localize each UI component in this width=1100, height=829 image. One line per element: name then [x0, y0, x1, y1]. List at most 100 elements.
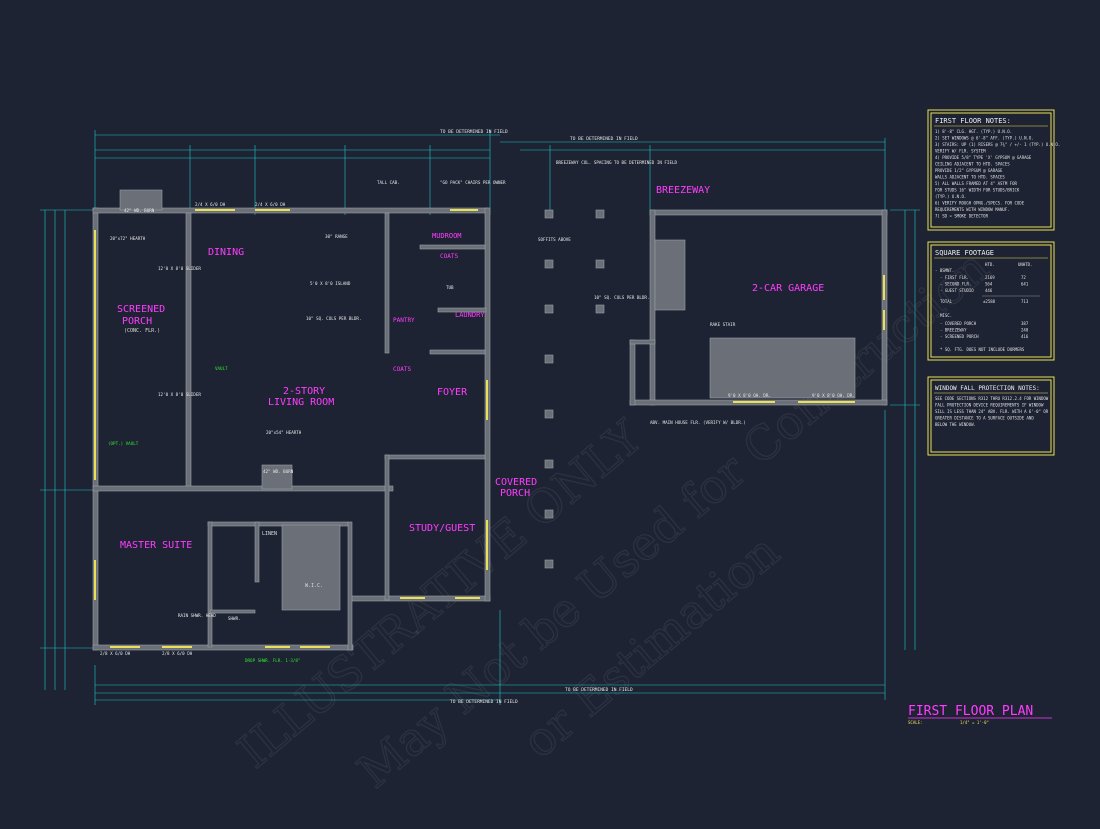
notes-line: REQUIREMENTS WITH WINDOW MANUF.	[935, 207, 1010, 212]
sqft-row-label: - FIRST FLR.	[940, 275, 969, 280]
sqft-misc-val: 387	[1021, 321, 1029, 326]
note-dh-1: 2/4 X 6/0 DH	[195, 202, 226, 207]
note-wd-burn-2: 42" WD. BURN	[263, 469, 294, 474]
note-rain-head: RAIN SHWR. HEAD	[178, 613, 216, 618]
sqft-row-htd: 446	[985, 288, 993, 293]
top-dimensions: TO BE DETERMINED IN FIELD TO BE DETERMIN…	[94, 129, 886, 215]
left-dimensions	[40, 209, 100, 690]
notes-lines: 1) 8'-8" CLG. HGT. (TYP.) U.N.O. 2) SET W…	[935, 129, 1060, 219]
sheet-scale-value: 1/4" = 1'-0"	[960, 720, 989, 725]
top-inner-field-note: TO BE DETERMINED IN FIELD	[570, 136, 638, 142]
note-shwr: SHWR.	[228, 616, 241, 621]
sqft-row-unhtd: 641	[1021, 282, 1029, 287]
notes-line: 2) SET WINDOWS @ 6'-8" AFF. (TYP.) U.N.O…	[935, 136, 1034, 141]
top-outer-field-note: TO BE DETERMINED IN FIELD	[440, 129, 508, 135]
room-breezeway: BREEZEWAY	[656, 185, 710, 196]
note-tall-cab: TALL CAB.	[377, 180, 400, 185]
room-covered-porch-line2: PORCH	[500, 488, 530, 499]
room-mudroom: MUDROOM	[432, 232, 462, 240]
sqft-footnote: * SQ. FTG. DOES NOT INCLUDE DORMERS	[940, 347, 1025, 352]
bottom-inner-field-note: TO BE DETERMINED IN FIELD	[565, 687, 633, 693]
sqft-row-htd: 2169	[985, 275, 995, 280]
room-garage: 2-CAR GARAGE	[752, 283, 824, 294]
note-sq-cols-1: 10" SQ. COLS PER BLDR.	[306, 316, 361, 321]
garage-walls	[629, 209, 888, 406]
note-sq-cols-2: 10" SQ. COLS PER BLDR.	[594, 295, 649, 300]
fall-line: GREATER DISTANCE TO A SURFACE OUTSIDE AN…	[935, 416, 1034, 421]
sqft-row-htd: 564	[985, 282, 993, 287]
breezeway-columns	[544, 209, 605, 569]
note-drop-shwr: DROP SHWR. FLR. 1-3/8"	[245, 658, 300, 663]
sqft-title: SQUARE FOOTAGE	[935, 249, 994, 257]
fall-title: WINDOW FALL PROTECTION NOTES:	[935, 385, 1040, 392]
notes-line: PROVIDE 1/2" GYPSUM @ GARAGE	[935, 168, 1003, 173]
bottom-dimensions: TO BE DETERMINED IN FIELD TO BE DETERMIN…	[94, 410, 886, 705]
note-hearth-1: 20"x72" HEARTH	[110, 236, 146, 241]
room-coats-upper: COATS	[440, 253, 458, 260]
right-dimensions	[890, 209, 920, 650]
note-vault-2: (OPT.) VAULT	[108, 441, 139, 446]
room-dining: DINING	[208, 247, 244, 258]
sheet-title: FIRST FLOOR PLAN	[908, 704, 1033, 719]
watermark-line-2: May Not be Used for Construction	[347, 240, 998, 799]
note-main-house-flr: ABV. MAIN HOUSE FLR. (VERIFY W/ BLDR.)	[650, 420, 746, 425]
note-garage-door-2: 9'0 X 8'0 OH. DR.	[812, 393, 855, 398]
notes-line: 3) STAIRS: UP (1) RISERS @ 7¾" / +/- 1 (…	[935, 142, 1060, 148]
notes-line: 1) 8'-8" CLG. HGT. (TYP.) U.N.O.	[935, 129, 1012, 134]
notes-line: 5) ALL WALLS FRAMED AT 4" ASTM FOR	[935, 181, 1017, 186]
fall-line: SEE CODE SECTIONS R312 THRU R312.2.4 FOR…	[935, 396, 1049, 401]
note-island: 5'0 X 8'0 ISLAND	[310, 281, 351, 286]
note-range: 30" RANGE	[325, 234, 348, 239]
sqft-row-unhtd: 72	[1021, 275, 1026, 280]
note-vault-1: VAULT	[215, 366, 228, 371]
room-study-guest: STUDY/GUEST	[409, 523, 475, 534]
room-foyer: FOYER	[437, 387, 468, 398]
room-coats-lower: COATS	[393, 366, 411, 373]
sheet-title-block: FIRST FLOOR PLAN SCALE: 1/4" = 1'-0"	[908, 704, 1052, 725]
room-covered-porch-line1: COVERED	[495, 477, 537, 488]
notes-line: FOR STUDS 16" WIDTH FOR STUDS/BRICK	[935, 188, 1020, 193]
notes-line: VERIFY W/ FLR. SYSTEM	[935, 149, 986, 154]
fall-line: BELOW THE WINDOW.	[935, 422, 976, 427]
sqft-total-unhtd: 713	[1021, 299, 1029, 304]
sqft-misc-label: - BREEZEWAY	[940, 328, 967, 333]
notes-line: 7) SD = SMOKE DETECTOR	[935, 214, 989, 219]
sqft-total-htd: ±2588	[983, 299, 996, 304]
notes-line: (TYP.) U.N.O.	[935, 194, 966, 199]
sqft-misc-label: - COVERED PORCH	[940, 321, 977, 326]
note-soffits: SOFFITS ABOVE	[538, 237, 571, 242]
note-rake-stair: RAKE STAIR	[710, 322, 736, 327]
fall-lines: SEE CODE SECTIONS R312 THRU R312.2.4 FOR…	[935, 396, 1049, 427]
windows	[94, 209, 885, 648]
sqft-misc-label: MISC.	[940, 313, 952, 318]
note-slider-1: 12'0 X 8'0 SLIDER	[158, 266, 201, 271]
bottom-outer-field-note: TO BE DETERMINED IN FIELD	[450, 699, 518, 705]
notes-title: FIRST FLOOR NOTES:	[935, 117, 1011, 125]
note-hearth-2: 20"x54" HEARTH	[266, 430, 302, 435]
square-footage-panel: SQUARE FOOTAGE HTD. UNHTD. - BSMNT. - FI…	[927, 241, 1055, 361]
sqft-heading: - BSMNT.	[935, 268, 954, 273]
room-labels: SCREENED PORCH (CONC. FLR.) DINING 2-STO…	[117, 185, 824, 589]
annotations: 42" WD. BURN 20"x72" HEARTH 12'0 X 8'0 S…	[100, 160, 855, 663]
room-screened-porch-line2: PORCH	[122, 316, 152, 327]
sqft-misc-val: 416	[1021, 334, 1029, 339]
note-dh-4: 2/8 X 6/0 DH	[162, 651, 193, 656]
room-screened-porch-line1: SCREENED	[117, 304, 165, 315]
room-pantry: PANTRY	[393, 317, 415, 324]
fall-line: FALL PROTECTION DEVICE REQUIREMENTS IF W…	[935, 403, 1044, 408]
sheet-scale-label: SCALE:	[908, 720, 922, 725]
room-wic: W.I.C.	[305, 583, 323, 589]
sqft-misc-rows: - COVERED PORCH 387 - BREEZEWAY 240 - SCREEN…	[940, 321, 1029, 339]
sqft-row-label: - GUEST STUDIO	[940, 288, 974, 293]
note-breezeway-spacing: BREEZEWAY COL. SPACING TO BE DETERMINED …	[556, 160, 677, 165]
sqft-misc-val: 240	[1021, 328, 1029, 333]
room-screened-porch-sub: (CONC. FLR.)	[124, 328, 160, 334]
room-living-line2: LIVING ROOM	[268, 397, 334, 408]
sqft-misc-label: - SCREENED PORCH	[940, 334, 979, 339]
note-tub: TUB	[446, 285, 454, 290]
notes-line: 6) VERIFY ROUGH OPNG./SPECS. FOR CODE	[935, 201, 1025, 206]
sqft-col-htd: HTD.	[985, 262, 995, 267]
